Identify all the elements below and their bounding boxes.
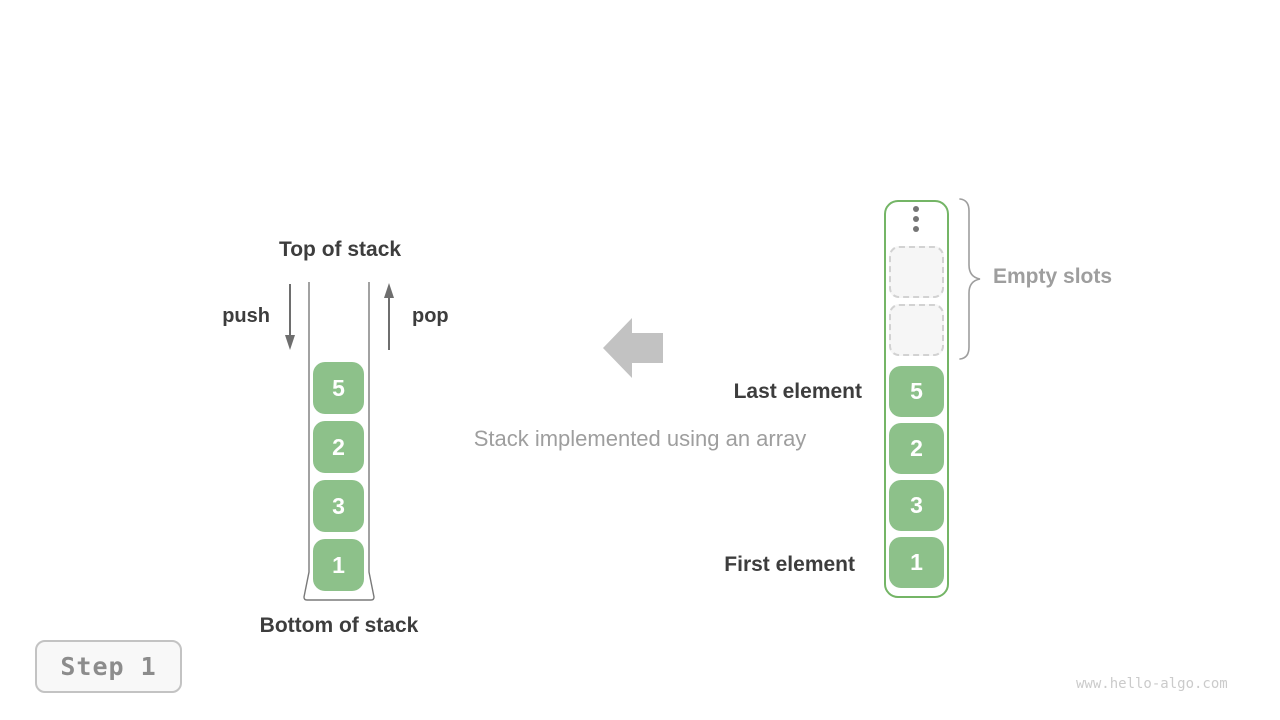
stack-element-value: 1 [332,551,345,578]
last-element-label: Last element [733,380,862,403]
vertical-ellipsis-icon [913,206,919,232]
stack-container-outline [303,282,375,601]
stack-element-value: 3 [332,492,345,519]
pop-arrow-icon [384,283,394,350]
first-element-label: First element [724,553,855,576]
figure-caption: Stack implemented using an array [473,426,807,451]
array-element-value: 5 [910,378,923,404]
step-button-label: Step 1 [60,652,157,681]
stack-element-value: 5 [332,374,345,401]
stack-element: 1 [313,539,364,591]
left-block-arrow-icon [603,318,663,378]
array-element-value: 2 [910,435,923,461]
stack-element: 2 [313,421,364,473]
push-arrow-icon [285,284,295,350]
watermark: www.hello-algo.com [1076,676,1228,692]
array-element: 1 [889,537,944,588]
array-element: 2 [889,423,944,474]
pop-label: pop [412,305,449,327]
array-element-value: 1 [910,549,923,575]
bottom-of-stack-label: Bottom of stack [259,614,419,637]
array-element-value: 3 [910,492,923,518]
stack-element-value: 2 [332,433,345,460]
top-of-stack-label: Top of stack [278,238,402,261]
push-label: push [222,305,270,327]
empty-slots-label: Empty slots [993,265,1113,288]
empty-slot [889,304,944,356]
curly-brace-icon [959,198,981,360]
stack-element: 5 [313,362,364,414]
stack-element: 3 [313,480,364,532]
empty-slot [889,246,944,298]
step-button[interactable]: Step 1 [35,640,182,693]
array-element: 5 [889,366,944,417]
array-element: 3 [889,480,944,531]
